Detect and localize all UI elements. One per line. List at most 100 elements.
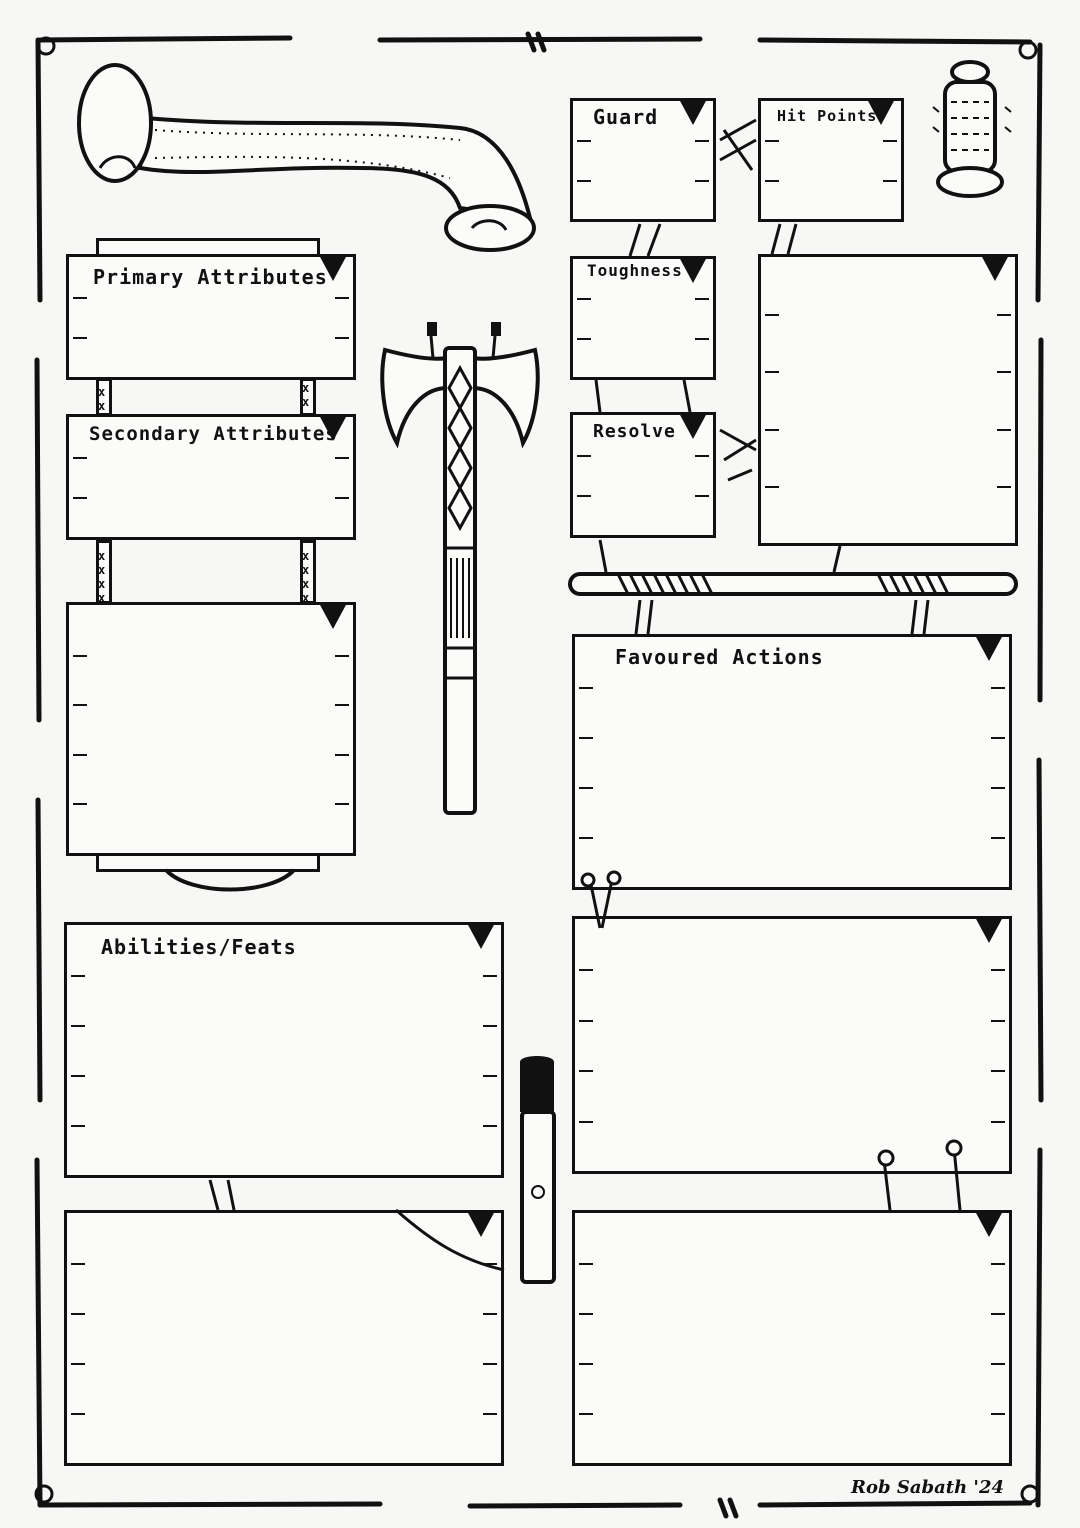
edge-tick: [71, 1313, 85, 1315]
corner-notch-icon: [867, 99, 895, 125]
edge-tick: [579, 687, 593, 689]
svg-text:x: x: [98, 591, 105, 605]
edge-tick: [579, 1413, 593, 1415]
strap-handle: [164, 868, 296, 892]
corner-notch-icon: [975, 1211, 1003, 1237]
edge-tick: [579, 1070, 593, 1073]
corner-notch-icon: [679, 257, 707, 283]
edge-tick: [335, 497, 349, 499]
edge-tick: [883, 140, 897, 143]
svg-text:x: x: [98, 577, 105, 591]
edge-tick: [73, 753, 87, 756]
corner-notch-icon: [319, 255, 347, 281]
corner-notch-icon: [975, 635, 1003, 661]
notes-panel-right-1[interactable]: [572, 916, 1012, 1174]
svg-text:x: x: [98, 399, 105, 413]
edge-tick: [579, 969, 593, 972]
svg-text:x: x: [98, 549, 105, 563]
torch-icon: [520, 1056, 556, 1284]
resolve-panel[interactable]: Resolve: [570, 412, 716, 538]
edge-tick: [73, 654, 87, 657]
guard-panel[interactable]: Guard: [570, 98, 716, 222]
edge-tick: [765, 428, 779, 431]
stat-block-panel[interactable]: [758, 254, 1018, 546]
edge-tick: [695, 455, 709, 457]
lantern-icon: [932, 60, 1012, 198]
scroll-banner-icon: [77, 63, 536, 252]
edge-tick: [695, 179, 709, 182]
edge-tick: [73, 704, 87, 707]
edge-tick: [765, 314, 779, 317]
secondary-attributes-panel[interactable]: Secondary Attributes: [66, 414, 356, 540]
abilities-feats-label: Abilities/Feats: [101, 935, 297, 959]
edge-tick: [579, 1019, 593, 1022]
edge-tick: [483, 1363, 497, 1365]
edge-tick: [991, 1019, 1005, 1022]
edge-tick: [73, 803, 87, 806]
corner-notch-icon: [319, 415, 347, 441]
edge-tick: [335, 704, 349, 707]
corner-notch-icon: [679, 99, 707, 125]
edge-tick: [483, 975, 497, 977]
edge-tick: [695, 495, 709, 497]
edge-tick: [997, 314, 1011, 317]
edge-tick: [577, 337, 591, 340]
edge-tick: [335, 654, 349, 657]
edge-tick: [991, 969, 1005, 972]
edge-tick: [73, 337, 87, 339]
edge-tick: [577, 298, 591, 301]
edge-tick: [483, 1413, 497, 1415]
edge-tick: [71, 1025, 85, 1027]
edge-tick: [579, 1363, 593, 1365]
favoured-actions-label: Favoured Actions: [615, 645, 824, 669]
edge-tick: [997, 371, 1011, 374]
edge-tick: [483, 1075, 497, 1077]
edge-tick: [883, 179, 897, 182]
svg-text:x: x: [302, 591, 309, 605]
corner-notch-icon: [679, 413, 707, 439]
edge-tick: [71, 975, 85, 977]
svg-text:x: x: [302, 395, 309, 409]
artist-signature: Rob Sabath '24: [851, 1477, 1004, 1498]
edge-tick: [991, 1070, 1005, 1073]
edge-tick: [991, 1263, 1005, 1265]
primary-attributes-panel[interactable]: Primary Attributes: [66, 254, 356, 380]
corner-notch-icon: [975, 917, 1003, 943]
corner-notch-icon: [981, 255, 1009, 281]
edge-tick: [577, 179, 591, 182]
edge-tick: [765, 485, 779, 488]
toughness-panel[interactable]: Toughness: [570, 256, 716, 380]
edge-tick: [579, 837, 593, 839]
abilities-feats-panel[interactable]: Abilities/Feats: [64, 922, 504, 1178]
edge-tick: [483, 1313, 497, 1315]
edge-tick: [577, 495, 591, 497]
edge-tick: [71, 1125, 85, 1127]
svg-text:x: x: [302, 381, 309, 395]
edge-tick: [579, 1120, 593, 1123]
corner-notch-icon: [319, 603, 347, 629]
edge-tick: [579, 737, 593, 739]
hit-points-panel[interactable]: Hit Points: [758, 98, 904, 222]
corner-notch-icon: [467, 1211, 495, 1237]
edge-tick: [577, 455, 591, 457]
edge-tick: [483, 1025, 497, 1027]
edge-tick: [991, 1413, 1005, 1415]
edge-tick: [335, 297, 349, 299]
notes-panel-right-2[interactable]: [572, 1210, 1012, 1466]
edge-tick: [579, 787, 593, 789]
primary-attributes-label: Primary Attributes: [93, 265, 328, 289]
edge-tick: [71, 1413, 85, 1415]
edge-tick: [997, 428, 1011, 431]
edge-tick: [765, 371, 779, 374]
equipment-panel[interactable]: [66, 602, 356, 856]
edge-tick: [991, 837, 1005, 839]
edge-tick: [483, 1263, 497, 1265]
notes-panel-left[interactable]: [64, 1210, 504, 1466]
edge-tick: [335, 803, 349, 806]
secondary-attributes-label: Secondary Attributes: [89, 423, 338, 445]
favoured-actions-panel[interactable]: Favoured Actions: [572, 634, 1012, 890]
staff-icon: [568, 572, 1018, 596]
edge-tick: [483, 1125, 497, 1127]
